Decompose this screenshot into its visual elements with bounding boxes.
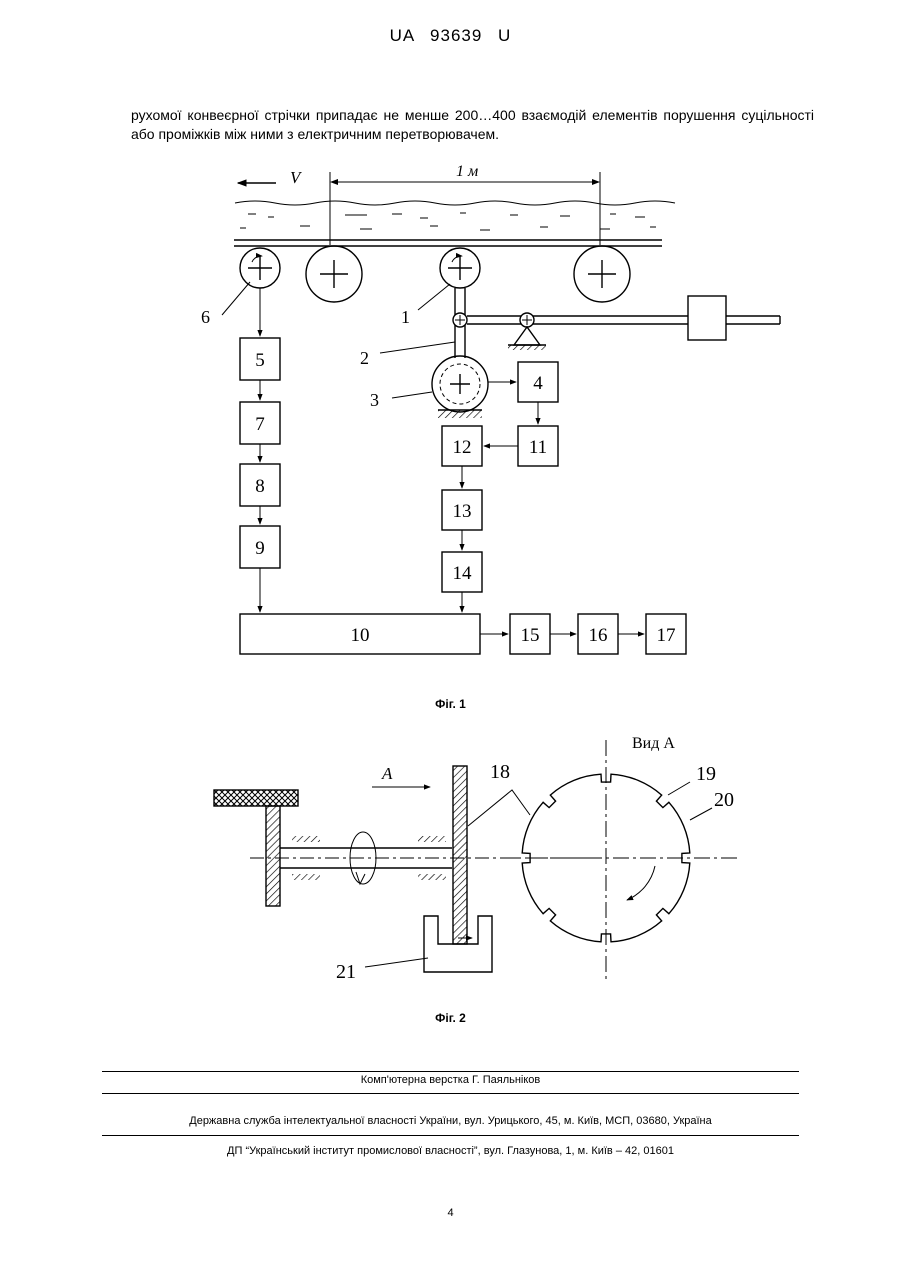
footer-divider-3 — [102, 1135, 799, 1136]
figure-2: A 21 18 Вид А 19 20 — [214, 735, 740, 983]
label-10: 10 — [351, 625, 370, 646]
callout-18: 18 — [490, 761, 510, 783]
label-17: 17 — [657, 625, 676, 646]
support-roller-b — [574, 246, 630, 302]
figure-1-caption: Фіг. 1 — [0, 697, 901, 711]
fulcrum — [508, 313, 546, 350]
callout-19: 19 — [696, 763, 716, 785]
footer-institute: ДП “Український інститут промислової вла… — [0, 1145, 901, 1157]
callout-21: 21 — [336, 961, 356, 983]
callout-3: 3 — [370, 390, 379, 410]
mount-post — [266, 806, 280, 906]
pivot-joint — [453, 313, 467, 327]
figure-1: V 1 м — [201, 163, 780, 654]
footer-divider-2 — [102, 1093, 799, 1094]
mount-plate — [214, 790, 298, 806]
support-roller-a — [306, 246, 362, 302]
label-13: 13 — [453, 501, 472, 522]
label-4: 4 — [533, 373, 543, 394]
generator-3 — [432, 356, 488, 418]
label-5: 5 — [255, 350, 265, 371]
counterweight — [688, 296, 726, 340]
figure-2-caption: Фіг. 2 — [0, 1011, 901, 1025]
distance-label: 1 м — [456, 163, 478, 180]
callout-2: 2 — [360, 348, 369, 368]
roller-1 — [440, 248, 480, 288]
label-12: 12 — [453, 437, 472, 458]
arrow-label-a: A — [381, 764, 393, 783]
label-14: 14 — [453, 563, 473, 584]
label-8: 8 — [255, 476, 265, 497]
label-7: 7 — [255, 414, 265, 435]
label-16: 16 — [589, 625, 608, 646]
view-a-label: Вид А — [632, 735, 675, 752]
velocity-label: V — [290, 168, 303, 187]
label-11: 11 — [529, 437, 547, 458]
label-15: 15 — [521, 625, 540, 646]
label-9: 9 — [255, 538, 265, 559]
footer-divider-1 — [102, 1071, 799, 1072]
toothed-disk-edge — [453, 766, 467, 944]
page-number: 4 — [0, 1207, 901, 1219]
conveyor-load — [235, 201, 675, 230]
callout-1: 1 — [401, 307, 410, 327]
callout-20: 20 — [714, 789, 734, 811]
callout-6: 6 — [201, 307, 210, 327]
footer-agency: Державна служба інтелектуальної власност… — [0, 1115, 901, 1127]
roller-6 — [240, 248, 280, 288]
footer-typesetter: Комп'ютерна верстка Г. Паяльніков — [0, 1074, 901, 1086]
